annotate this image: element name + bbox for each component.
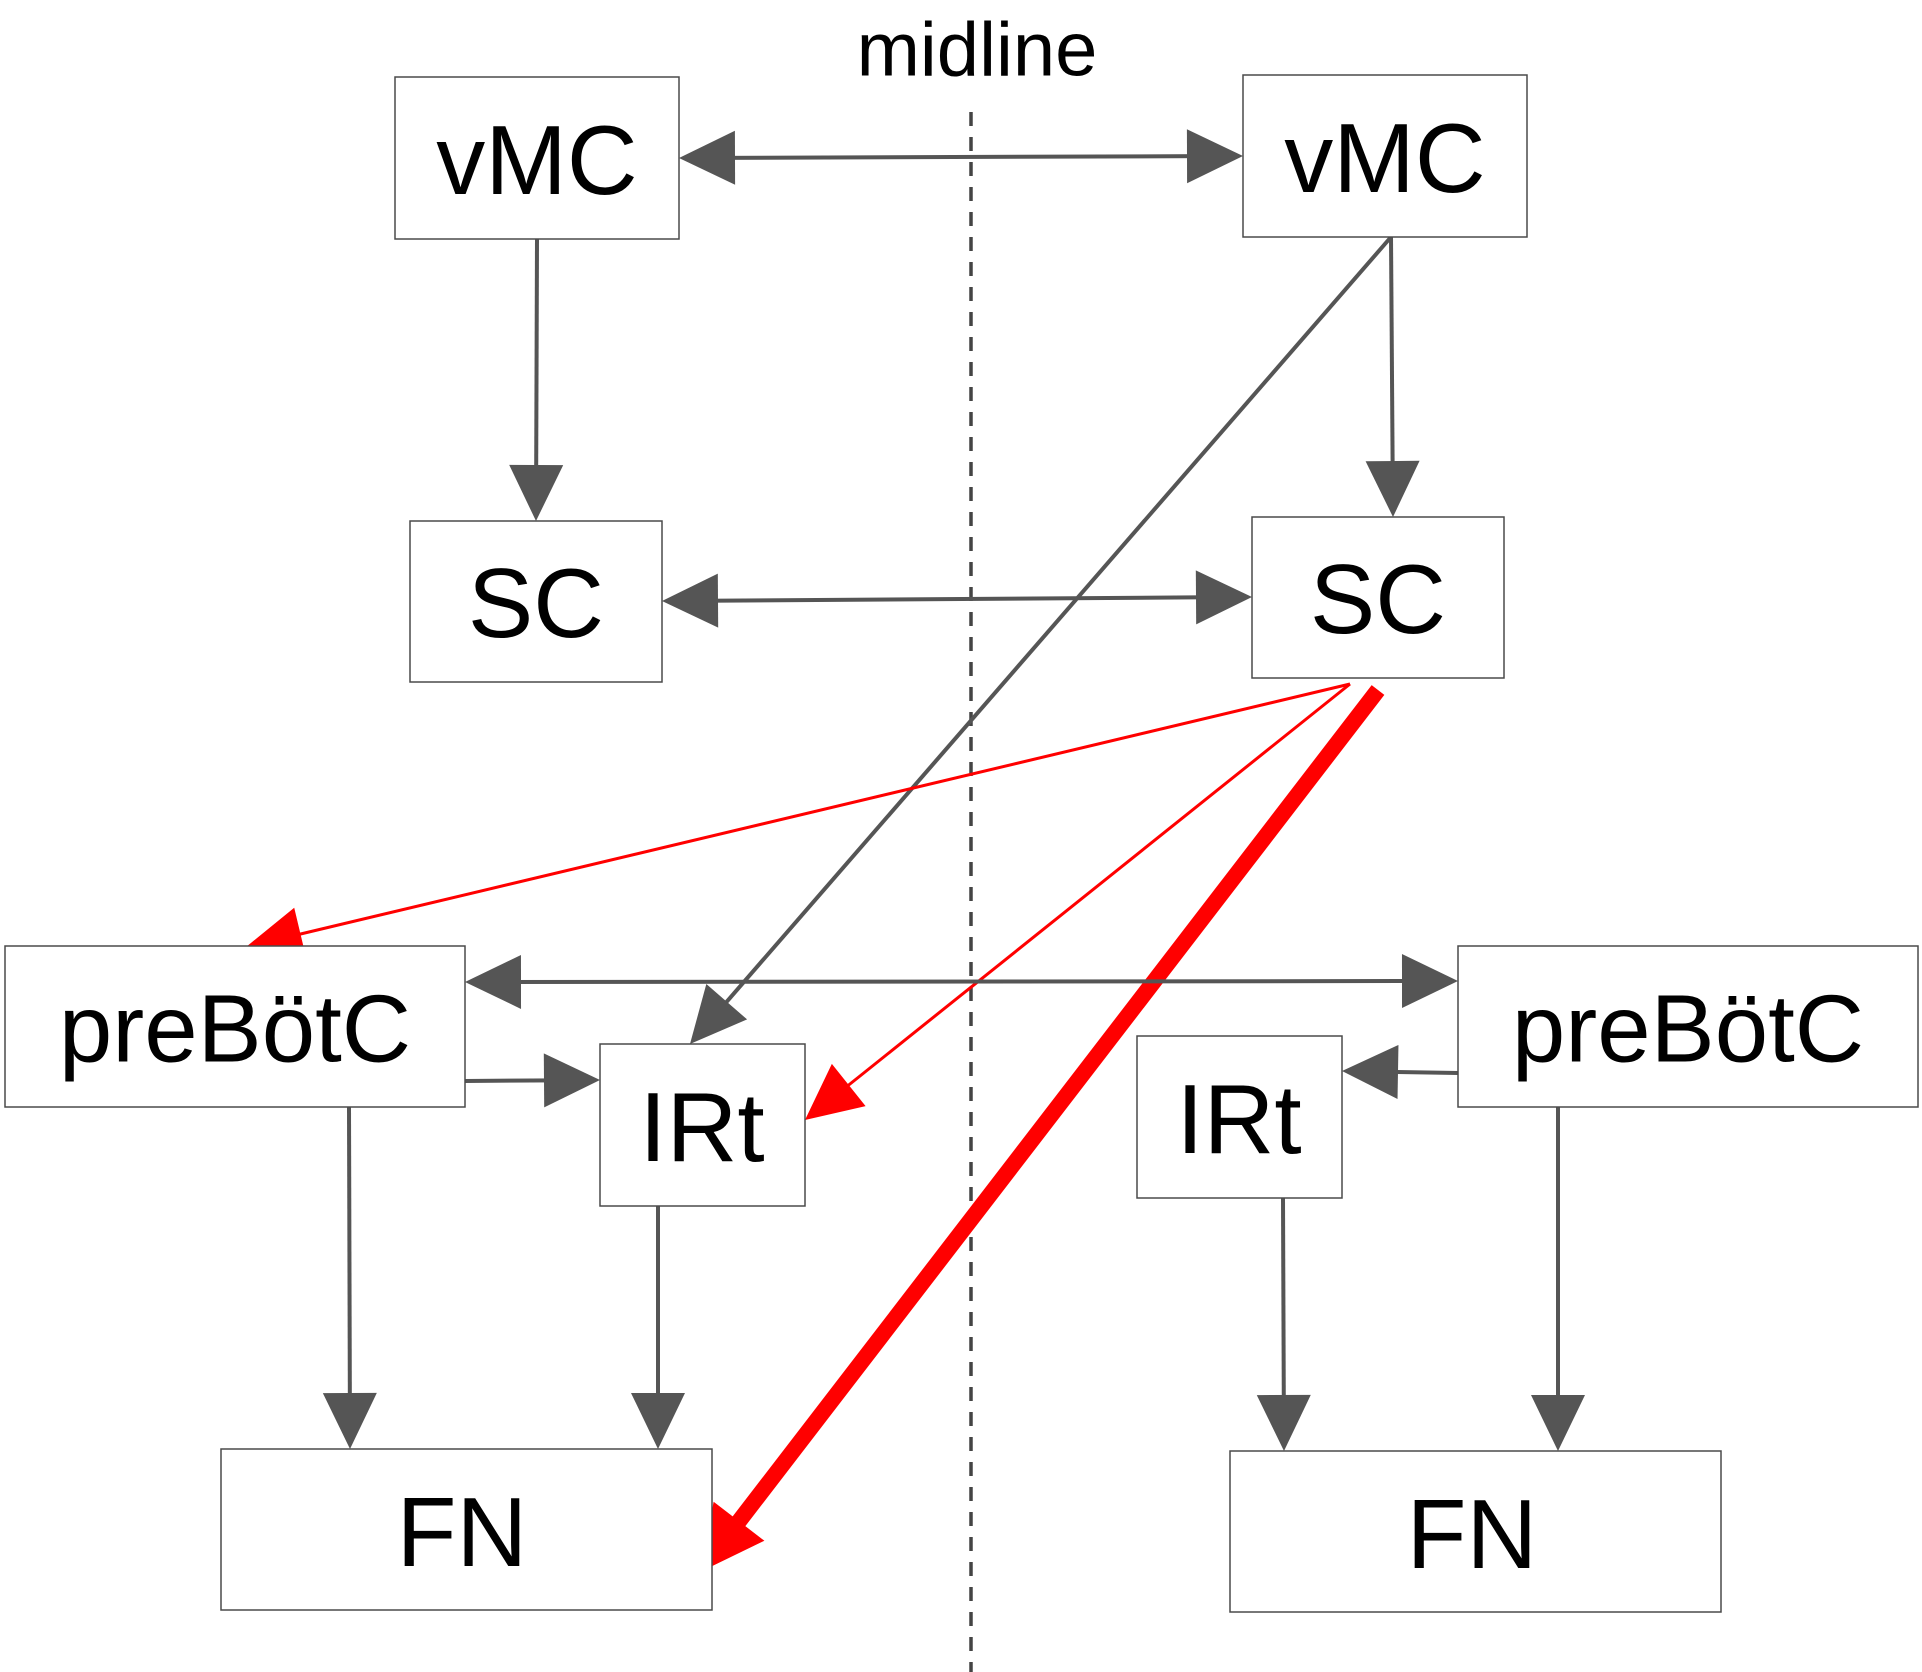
arrowhead-sc_r-to-fn_l <box>700 1501 765 1572</box>
edge-vmc_l-to-sc_l <box>534 238 539 477</box>
arrowhead-vmc_r-to-vmc_l <box>679 130 736 185</box>
edge-pre_l-to-irt_l <box>464 1078 556 1083</box>
node-label: preBötC <box>1512 976 1864 1083</box>
node-vmc-right: vMC <box>1242 74 1528 238</box>
arrowhead-sc_r-to-irt_l <box>805 1063 866 1120</box>
arrowhead-vmc_r-to-irt_l <box>690 984 748 1044</box>
edge-pre_l-to-pre_r <box>509 979 1414 984</box>
arrowhead-pre_r-to-pre_l <box>465 954 522 1009</box>
arrowhead-pre_r-to-fn_r <box>1531 1395 1585 1451</box>
node-label: vMC <box>436 105 637 215</box>
arrowhead-vmc_l-to-sc_l <box>509 464 564 521</box>
node-label: preBötC <box>59 976 411 1083</box>
node-irt-right: IRt <box>1136 1035 1343 1199</box>
node-label: vMC <box>1284 103 1485 213</box>
edge-irt_r-to-fn_r <box>1281 1197 1286 1407</box>
edge-sc_r-to-irt_l <box>839 682 1351 1094</box>
edge-pre_r-to-irt_r <box>1386 1069 1459 1075</box>
node-fn-right: FN <box>1229 1450 1722 1613</box>
arrowhead-irt_r-to-fn_r <box>1256 1394 1311 1451</box>
node-vmc-left: vMC <box>394 76 680 240</box>
node-label: FN <box>1407 1479 1538 1589</box>
node-prebotc-right: preBötC <box>1457 945 1919 1108</box>
arrowhead-sc_l-to-sc_r <box>1195 570 1252 625</box>
arrowhead-pre_r-to-irt_r <box>1342 1044 1399 1099</box>
node-sc-right: SC <box>1251 516 1505 679</box>
edge-pre_l-to-fn_l <box>347 1106 352 1405</box>
arrowhead-sc_r-to-sc_l <box>662 573 719 628</box>
arrowhead-vmc_l-to-vmc_r <box>1186 129 1243 184</box>
edge-vmc_l-to-vmc_r <box>723 154 1199 160</box>
arrowhead-pre_l-to-irt_l <box>543 1053 600 1108</box>
node-label: IRt <box>639 1072 764 1182</box>
arrowhead-irt_l-to-fn_l <box>631 1393 685 1449</box>
node-label: SC <box>468 548 604 658</box>
edge-sc_r-to-fn_l <box>724 685 1385 1537</box>
arrowhead-pre_l-to-fn_l <box>322 1392 377 1449</box>
node-label: SC <box>1310 544 1446 654</box>
arrowhead-pre_l-to-pre_r <box>1401 954 1458 1009</box>
edge-sc_r-to-pre_l <box>289 682 1351 939</box>
node-label: IRt <box>1176 1064 1301 1174</box>
node-label: FN <box>397 1477 528 1587</box>
midline-label: midline <box>857 8 1098 93</box>
edge-sc_l-to-sc_r <box>706 595 1208 603</box>
node-irt-left: IRt <box>599 1043 806 1207</box>
edge-vmc_r-to-sc_r <box>1389 236 1395 473</box>
connections-layer <box>246 129 1585 1572</box>
arrowhead-vmc_r-to-sc_r <box>1365 460 1420 517</box>
node-fn-left: FN <box>220 1448 713 1611</box>
node-prebotc-left: preBötC <box>4 945 466 1108</box>
node-sc-left: SC <box>409 520 663 683</box>
edge-vmc_r-to-irt_l <box>717 235 1393 1012</box>
